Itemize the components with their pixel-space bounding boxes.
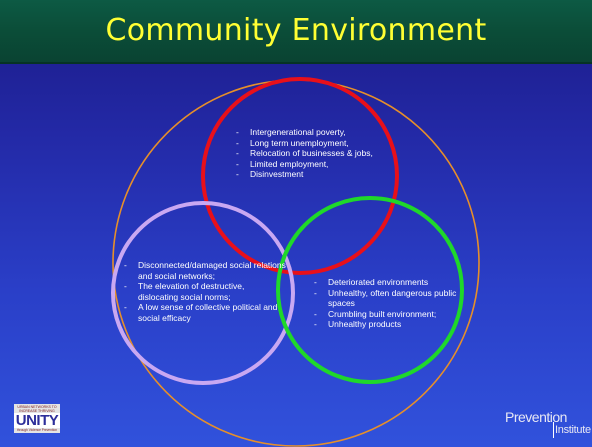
list-item: Intergenerational poverty, <box>232 127 402 138</box>
brand-line-1: Prevention <box>505 409 567 425</box>
list-item: Disinvestment <box>232 169 402 180</box>
physical-factors-text: Deteriorated environments Unhealthy, oft… <box>310 277 470 330</box>
social-factors-text: Disconnected/damaged social relations an… <box>120 260 286 323</box>
social-circle <box>111 201 295 385</box>
list-item: Unhealthy, often dangerous public spaces <box>310 288 470 309</box>
title-bar: Community Environment <box>0 0 592 64</box>
prevention-institute-logo: Prevention Institute <box>505 406 591 440</box>
list-item: Limited employment, <box>232 159 402 170</box>
list-item: A low sense of collective political and … <box>120 302 286 323</box>
brand-line-2: Institute <box>555 424 591 436</box>
list-item: The elevation of destructive, dislocatin… <box>120 281 286 302</box>
brand-divider <box>553 422 554 438</box>
list-item: Deteriorated environments <box>310 277 470 288</box>
list-item: Crumbling built environment; <box>310 309 470 320</box>
unity-logo-tagline: URBAN NETWORKS TO INCREASE THRIVING YOUT… <box>14 404 60 413</box>
list-item: Relocation of businesses & jobs, <box>232 148 402 159</box>
list-item: Disconnected/damaged social relations an… <box>120 260 286 281</box>
unity-logo: URBAN NETWORKS TO INCREASE THRIVING YOUT… <box>14 404 60 434</box>
list-item: Unhealthy products <box>310 319 470 330</box>
unity-logo-subtitle: through Violence Prevention <box>14 428 60 433</box>
economic-factors-text: Intergenerational poverty, Long term une… <box>232 127 402 180</box>
unity-logo-word: UNITY <box>14 412 60 429</box>
list-item: Long term unemployment, <box>232 138 402 149</box>
slide-title: Community Environment <box>105 13 487 48</box>
